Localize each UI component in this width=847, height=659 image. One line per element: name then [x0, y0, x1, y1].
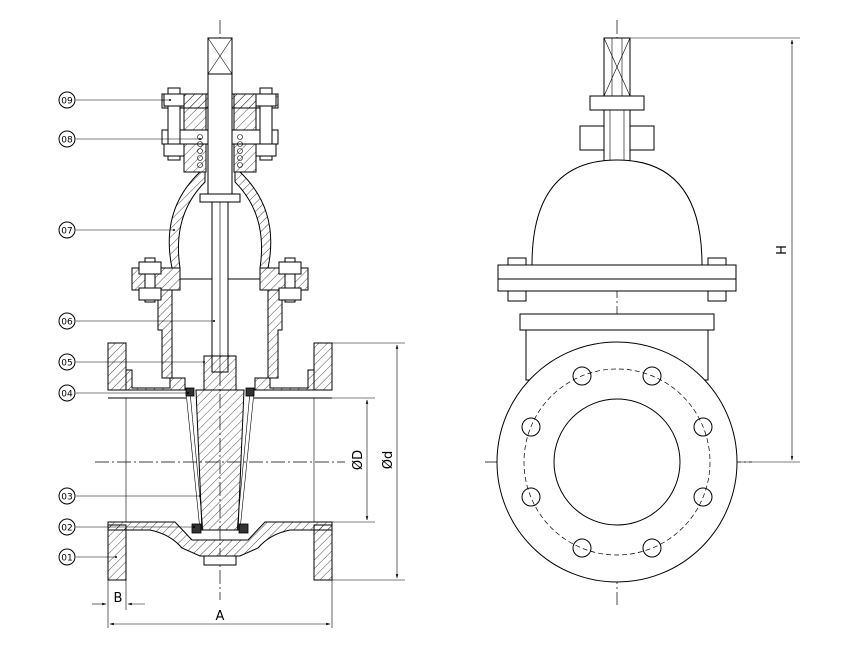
dim-inner-diameter-label: ØD	[351, 450, 366, 470]
dim-length-label: A	[216, 609, 225, 624]
body-wall-lower	[107, 521, 333, 557]
right-flange-lower	[313, 524, 333, 581]
left-flange-lower	[107, 524, 127, 581]
part-bubble	[58, 221, 76, 239]
part-number: 05	[61, 359, 72, 369]
body-wall-upper-left	[125, 369, 186, 391]
part-label-06: 06	[58, 312, 76, 330]
section-view	[92, 20, 405, 628]
end-gland-flange	[589, 95, 645, 111]
part-number: 09	[61, 97, 73, 107]
part-number: 01	[61, 554, 72, 564]
end-view	[485, 20, 800, 605]
dim-height-label: H	[775, 245, 790, 255]
part-bubble	[58, 518, 76, 536]
part-label-03: 03	[58, 487, 76, 505]
part-bubble	[58, 130, 76, 148]
part-number: 02	[61, 524, 72, 534]
end-flange-outer	[496, 341, 738, 583]
bonnet-neck-right	[267, 289, 283, 379]
wedge-body	[195, 389, 245, 531]
bonnet-dome-left	[168, 171, 206, 269]
part-label-04: 04	[58, 384, 76, 402]
part-number: 08	[61, 136, 73, 146]
part-leaders	[76, 99, 215, 558]
dim-outer-diameter-label: Ød	[381, 451, 396, 469]
right-flange-upper	[313, 342, 333, 391]
part-label-07: 07	[58, 221, 76, 239]
part-label-02: 02	[58, 518, 76, 536]
part-bubble	[58, 91, 76, 109]
section-dimensions	[92, 342, 405, 628]
part-bubble	[58, 384, 76, 402]
bolts	[138, 87, 302, 303]
end-bolt-holes	[521, 366, 713, 558]
part-bubble	[58, 312, 76, 330]
part-bubble	[58, 353, 76, 371]
part-label-08: 08	[58, 130, 76, 148]
bonnet-neck-left	[157, 289, 173, 379]
part-number: 07	[61, 227, 72, 237]
part-label-09: 09	[58, 91, 76, 109]
dim-flange-thickness-label: B	[114, 591, 123, 606]
end-body-neck-flange	[519, 313, 715, 331]
body-drain-boss	[203, 555, 237, 566]
wedge	[185, 387, 255, 534]
end-bonnet-flange-upper	[497, 264, 737, 280]
part-label-05: 05	[58, 353, 76, 371]
end-bonnet-dome	[531, 159, 703, 266]
stem-collar	[199, 193, 241, 203]
part-bubble	[58, 548, 76, 566]
stem	[207, 37, 233, 373]
body-wall-upper-right	[254, 369, 315, 391]
end-bore	[553, 398, 681, 526]
bonnet-dome-right	[234, 171, 272, 269]
end-bolt-circle	[523, 368, 711, 556]
part-number: 04	[61, 390, 73, 400]
stem-nut	[203, 355, 237, 391]
part-number: 03	[61, 493, 72, 503]
part-bubble	[58, 487, 76, 505]
end-bonnet-flange-lower	[497, 278, 737, 292]
left-flange-upper	[107, 342, 127, 391]
part-number: 06	[61, 318, 73, 328]
part-label-01: 01	[58, 548, 76, 566]
